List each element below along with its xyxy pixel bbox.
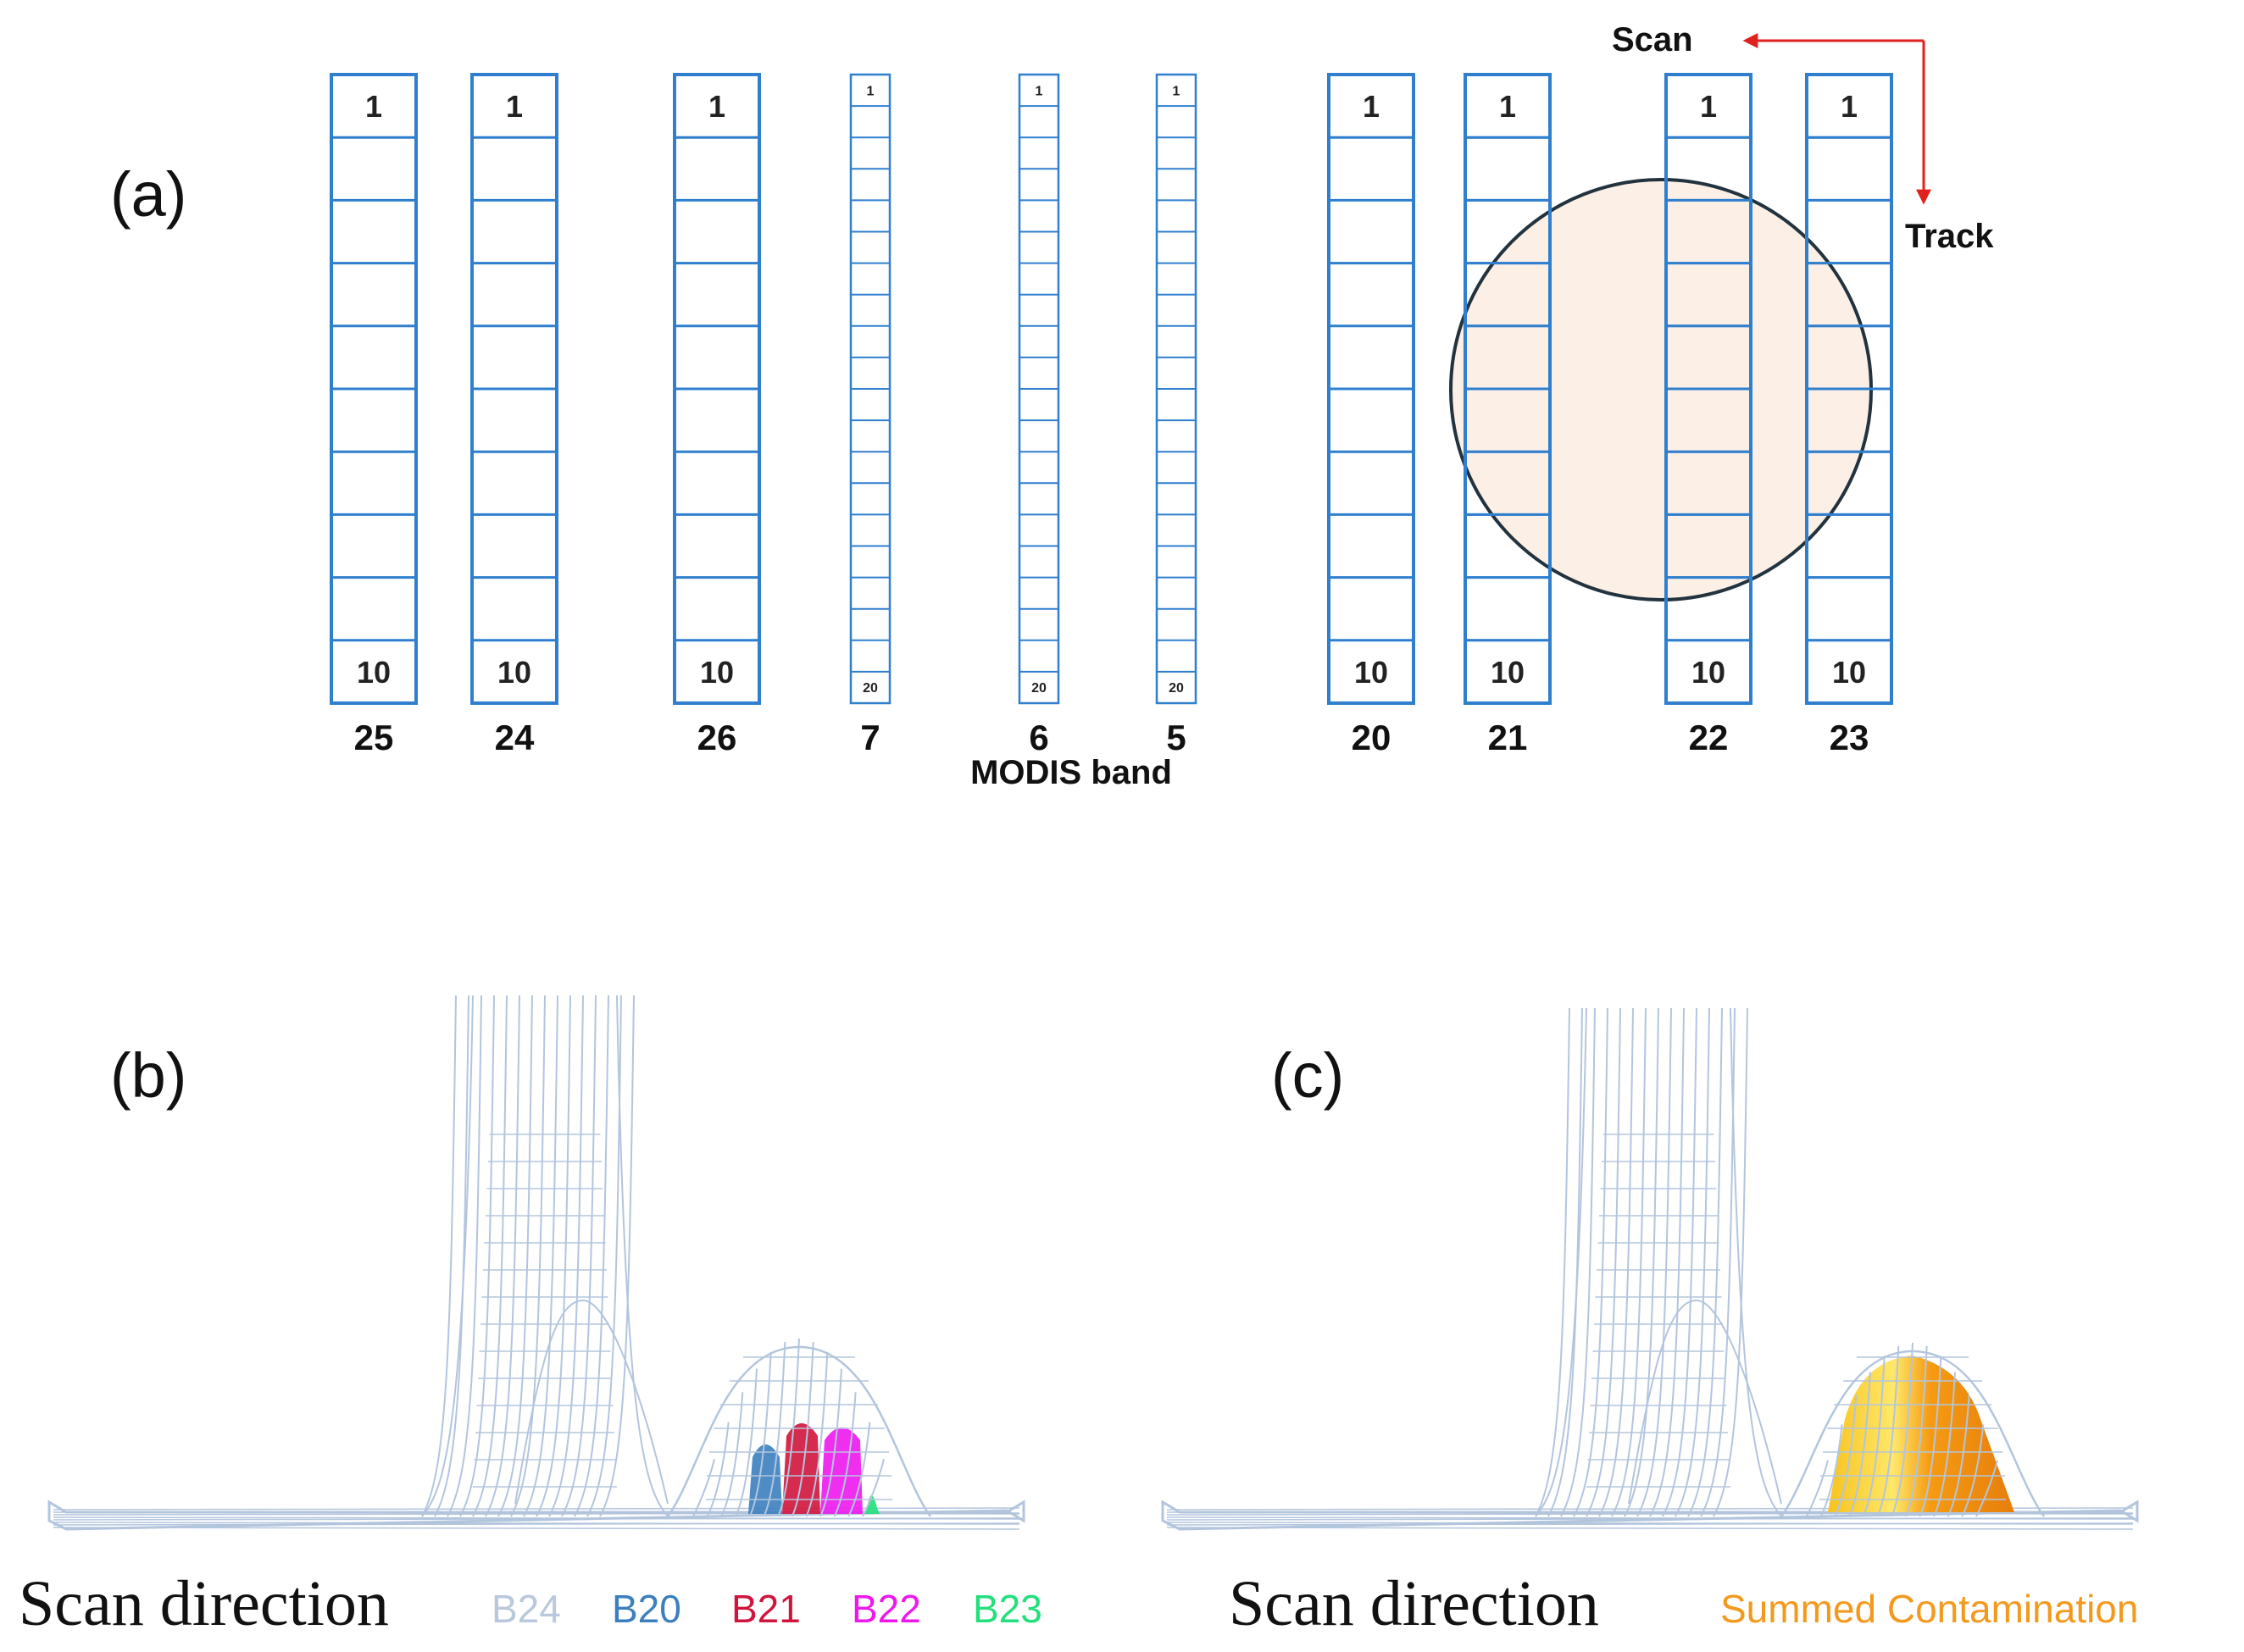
scan-label: Scan: [1612, 21, 1693, 58]
panel-a-label: (a): [110, 159, 186, 230]
band-7-column: 1 20 7: [849, 73, 891, 757]
detector-last-index: 10: [1832, 655, 1866, 690]
band-number-label: 23: [1830, 718, 1869, 757]
detector-first-index: 1: [1363, 89, 1380, 124]
psf-mesh-b: [47, 995, 1025, 1531]
detector-first-index: 1: [365, 89, 382, 124]
detector-last-index: 20: [863, 681, 878, 696]
mesh-baseline-line: [1166, 1522, 2134, 1526]
band-6-column: 1 20 6: [1018, 73, 1060, 757]
mesh-baseline-line: [53, 1527, 1020, 1530]
saturated-peak-mesh: [421, 995, 669, 1517]
psf-mesh-c: [1161, 1007, 2139, 1531]
band-24-column: 1 10 24: [470, 73, 558, 757]
band-22-overlay: [1664, 73, 1752, 705]
band-number-label: 22: [1689, 718, 1729, 757]
mesh-baseline-line: [53, 1517, 1020, 1521]
band-23-overlay: [1805, 73, 1893, 705]
legend-item-b21: B21: [731, 1587, 801, 1631]
panel-b-caption: Scan direction: [19, 1568, 389, 1639]
band-contamination-lobe: [820, 1427, 863, 1514]
mesh-baseline-line: [53, 1522, 1020, 1526]
detector-last-index: 10: [700, 655, 734, 690]
contamination-hump-mesh: [666, 1338, 932, 1517]
band-20-column: 1 10 20: [1327, 73, 1415, 757]
track-label: Track: [1905, 218, 1994, 255]
legend-b: B24 B20 B21 B22 B23: [492, 1587, 1042, 1631]
mesh-baseline-line: [1166, 1517, 2134, 1521]
band-number-label: 26: [697, 718, 737, 757]
detector-first-index: 1: [506, 89, 523, 124]
detector-last-index: 20: [1169, 681, 1184, 696]
panel-b: (b) Scan direction B24 B20 B21 B22 B23: [19, 995, 1042, 1639]
band-25-column: 1 10 25: [330, 73, 418, 757]
band-21-overlay: [1464, 73, 1552, 705]
panel-b-label: (b): [110, 1040, 186, 1111]
detector-last-index: 10: [1491, 655, 1525, 690]
mesh-baseline-line: [1166, 1527, 2134, 1530]
detector-first-index: 1: [1499, 89, 1516, 124]
detector-first-index: 1: [708, 89, 725, 124]
detector-last-index: 10: [1354, 655, 1388, 690]
band-26-column: 1 10 26: [673, 73, 761, 757]
detector-first-index: 1: [1700, 89, 1717, 124]
panel-c-label: (c): [1271, 1040, 1344, 1111]
panel-c-caption: Scan direction: [1229, 1568, 1599, 1639]
band-number-label: 21: [1488, 718, 1528, 757]
band-5-column: 1 20 5: [1155, 73, 1197, 757]
band-number-label: 20: [1352, 718, 1391, 757]
saturated-peak-mesh: [1535, 1007, 1782, 1517]
legend-item-b24: B24: [492, 1587, 561, 1631]
legend-item-b22: B22: [852, 1587, 921, 1631]
legend-c: Summed Contamination: [1720, 1587, 2138, 1631]
detector-last-index: 10: [357, 655, 391, 690]
detector-array-overlay: [1464, 73, 1893, 705]
detector-last-index: 10: [497, 655, 531, 690]
contamination-hump-mesh: [1780, 1342, 2046, 1517]
band-number-label: 5: [1166, 718, 1186, 757]
mesh-baseline-line: [1166, 1512, 2134, 1516]
detector-last-index: 20: [1031, 681, 1047, 696]
detector-first-index: 1: [1036, 84, 1043, 98]
band-number-label: 24: [495, 718, 535, 757]
detector-first-index: 1: [1173, 84, 1180, 98]
legend-item-b20: B20: [612, 1587, 681, 1631]
modis-band-axis-label: MODIS band: [970, 754, 1172, 791]
legend-item-summed-contamination: Summed Contamination: [1720, 1587, 2138, 1631]
band-number-label: 25: [354, 718, 394, 757]
panel-a: (a) 1 10 25 1 10 24 1 10 26 1 20 7 1 20 6 1 20 5 1 10 20 1 10 2…: [110, 21, 1994, 791]
panel-c: (c) Scan direction Summed Contamination: [1161, 1007, 2139, 1639]
detector-last-index: 10: [1691, 655, 1725, 690]
detector-first-index: 1: [1841, 89, 1858, 124]
band-number-label: 6: [1029, 718, 1048, 757]
band-number-label: 7: [860, 718, 880, 757]
detector-first-index: 1: [867, 84, 875, 98]
legend-item-b23: B23: [973, 1587, 1042, 1631]
band-contamination-lobe: [782, 1423, 820, 1514]
